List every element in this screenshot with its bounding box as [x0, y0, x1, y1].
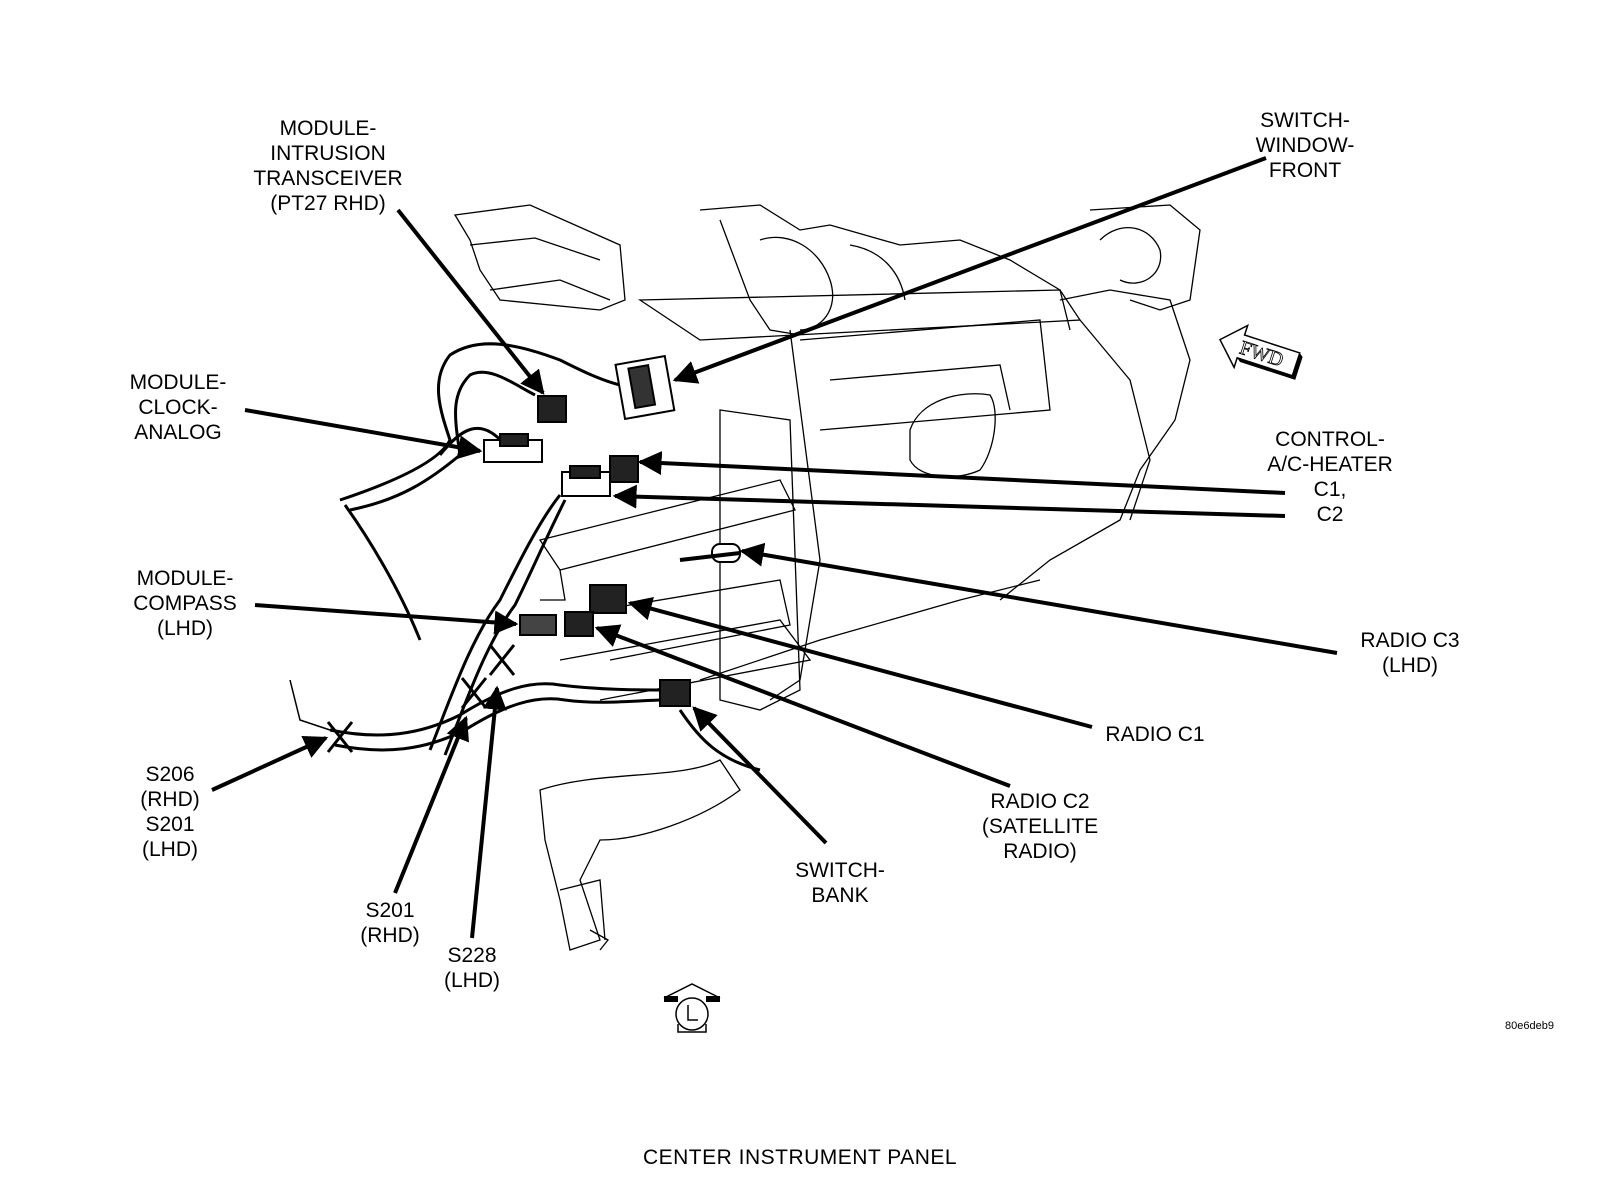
splice-marks	[289, 644, 516, 753]
connector-radio-c2	[564, 611, 594, 637]
leader-ac-c1	[637, 451, 1286, 495]
leader-window	[672, 156, 1267, 384]
leader-radio-c1	[627, 597, 1093, 729]
leader-arrows	[211, 156, 1338, 939]
leader-s206	[211, 736, 329, 792]
connector-switch-bank	[659, 679, 691, 707]
connector-ac-c1	[609, 455, 639, 483]
callout-splice-s228: S228 (LHD)	[444, 944, 500, 992]
callout-splice-s201: S201 (RHD)	[360, 899, 420, 947]
wiring-harness	[329, 342, 761, 772]
leader-ac-c2	[612, 484, 1286, 518]
view-left-icon	[663, 983, 721, 1033]
callout-radio-c3: RADIO C3 (LHD)	[1360, 629, 1460, 677]
callout-splice-s206: S206 (RHD) S201 (LHD)	[140, 763, 200, 861]
diagram-caption: CENTER INSTRUMENT PANEL	[642, 1146, 958, 1169]
connectors	[483, 354, 741, 707]
callout-compass-module: MODULE- COMPASS (LHD)	[133, 567, 237, 640]
callout-clock-module: MODULE- CLOCK- ANALOG	[129, 371, 227, 444]
callout-radio-c1: RADIO C1	[1105, 723, 1205, 746]
leader-compass	[254, 603, 519, 635]
fwd-arrow-icon: FWD	[1218, 324, 1303, 380]
leader-s201	[393, 715, 469, 894]
callout-radio-c2: RADIO C2 (SATELLITE RADIO)	[981, 790, 1099, 863]
leader-s228	[470, 685, 507, 939]
connector-compass	[519, 614, 557, 636]
instrument-panel-structure	[453, 204, 1201, 951]
connector-radio-c1	[589, 584, 627, 614]
callout-window-switch: SWITCH- WINDOW- FRONT	[1255, 109, 1355, 182]
connector-intrusion	[537, 395, 567, 423]
callout-intrusion-transceiver: MODULE- INTRUSION TRANSCEIVER (PT27 RHD)	[253, 117, 403, 215]
callout-ac-heater-control: CONTROL- A/C-HEATER C1, C2	[1267, 428, 1393, 526]
callout-switch-bank: SWITCH- BANK	[795, 859, 885, 907]
figure-code: 80e6deb9	[1505, 1020, 1554, 1032]
leader-intrusion	[396, 208, 545, 395]
leader-switch-bank	[692, 706, 828, 845]
leader-clock	[244, 408, 483, 460]
leader-radio-c3	[739, 542, 1338, 655]
leader-radio-c2	[594, 624, 1011, 788]
